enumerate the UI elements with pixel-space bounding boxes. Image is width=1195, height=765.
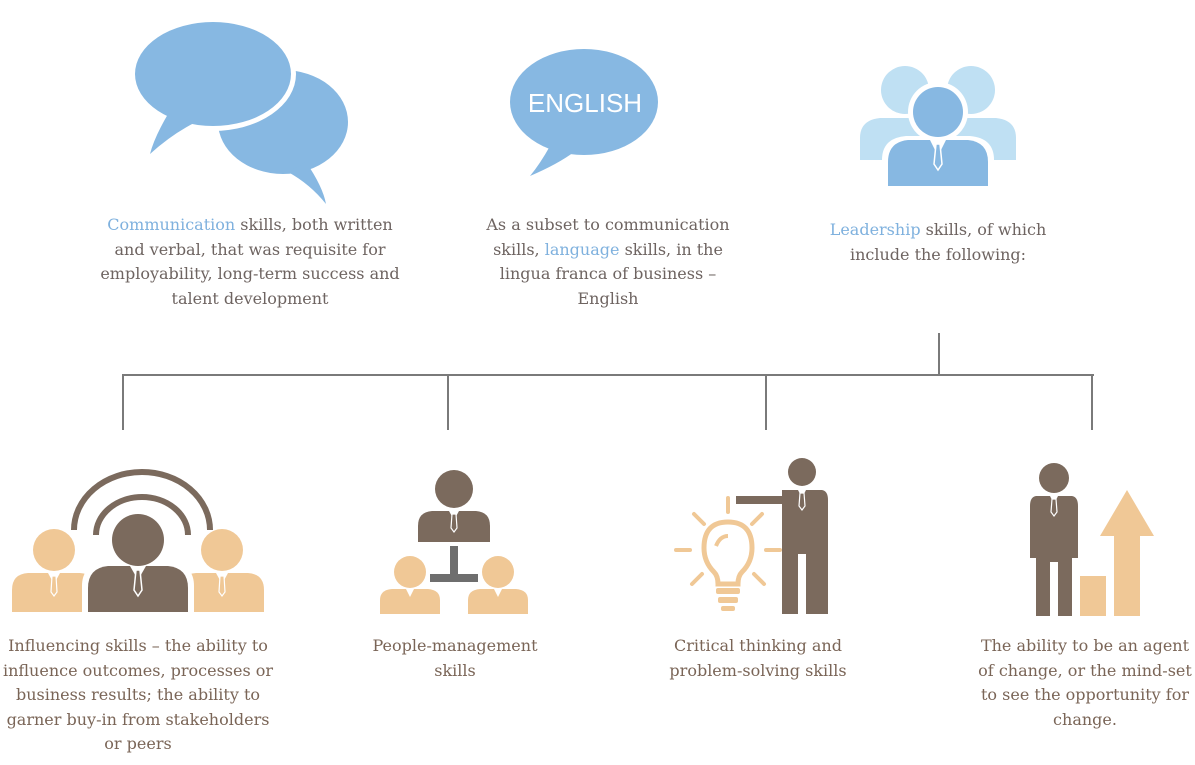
leadership-highlight: Leadership: [829, 220, 921, 239]
connector-drop-1: [122, 374, 124, 430]
leaders-group-icon: [860, 60, 1016, 188]
english-bubble-icon: ENGLISH: [508, 46, 664, 186]
connector-stem: [938, 333, 940, 375]
language-caption: As a subset to communication skills, lan…: [480, 213, 736, 311]
change-agent-caption: The ability to be an agent of change, or…: [978, 636, 1192, 729]
language-highlight: language: [544, 239, 620, 259]
connector-drop-2: [447, 374, 449, 430]
change-agent-icon: [1030, 462, 1158, 618]
influencing-people-icon: [12, 440, 264, 614]
communication-text: skills, both written and verbal, that wa…: [100, 215, 400, 308]
leadership-text: skills, of which include the following:: [849, 220, 1047, 264]
connector-drop-4: [1091, 374, 1093, 430]
english-bubble-label: ENGLISH: [528, 88, 642, 118]
language-text-after: skills, in the lingua franca of business…: [499, 239, 723, 308]
lightbulb-thinking-icon: [672, 458, 832, 616]
influencing-caption: Influencing skills – the ability to infl…: [2, 636, 274, 753]
connector-horizontal: [122, 374, 1094, 376]
communication-highlight: Communication: [107, 215, 236, 234]
speech-bubbles-icon: [128, 12, 353, 207]
people-management-icon: [380, 468, 528, 614]
critical-thinking-caption: Critical thinking and problem-solving sk…: [669, 636, 847, 680]
communication-caption: Communication skills, both written and v…: [92, 213, 408, 311]
connector-drop-3: [765, 374, 767, 430]
people-management-caption: People-management skills: [372, 636, 538, 680]
leadership-caption: Leadership skills, of which include the …: [820, 218, 1056, 267]
language-text-before: As a subset to communication skills,: [486, 215, 730, 259]
